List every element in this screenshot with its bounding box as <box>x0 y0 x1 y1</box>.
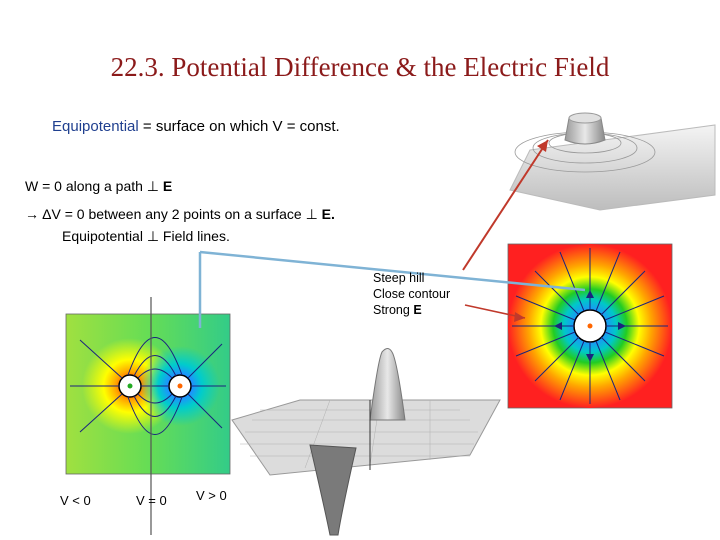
definition-text: = surface on which V = const. <box>138 118 340 135</box>
label-v-zero: V = 0 <box>136 493 167 508</box>
delta-v-statement: → ΔV = 0 between any 2 points on a surfa… <box>25 206 335 223</box>
annotation-strong-text: Strong <box>373 303 414 317</box>
label-v-positive: V > 0 <box>196 488 227 503</box>
delta-v-text: → ΔV = 0 between any 2 points on a surfa… <box>25 206 322 222</box>
annotation-line: Steep hill <box>373 271 425 285</box>
equipotential-term: Equipotential <box>52 118 139 135</box>
equipotential-definition: Equipotential = surface on which V = con… <box>52 118 340 135</box>
annotation-line: Strong E <box>373 302 450 318</box>
field-symbol: E <box>162 178 173 194</box>
annotation-line: Close contour <box>373 287 451 301</box>
steep-hill-annotation: Steep hill Close contour Strong E <box>373 270 450 318</box>
slide-title: 22.3. Potential Difference & the Electri… <box>110 52 610 82</box>
potential-surface-3d <box>509 112 716 211</box>
perpendicular-statement: Equipotential ⊥ Field lines. <box>62 228 230 244</box>
radial-field-plot <box>507 243 673 409</box>
dipole-surface-3d <box>231 348 501 536</box>
work-statement-text: W = 0 along a path ⊥ <box>25 178 163 194</box>
field-symbol: E. <box>321 206 335 222</box>
pointer-lines <box>198 139 586 328</box>
label-v-negative: V < 0 <box>60 493 91 508</box>
field-symbol: E <box>413 303 422 317</box>
work-statement: W = 0 along a path ⊥ E <box>25 178 172 195</box>
dipole-field-plot <box>65 297 231 535</box>
